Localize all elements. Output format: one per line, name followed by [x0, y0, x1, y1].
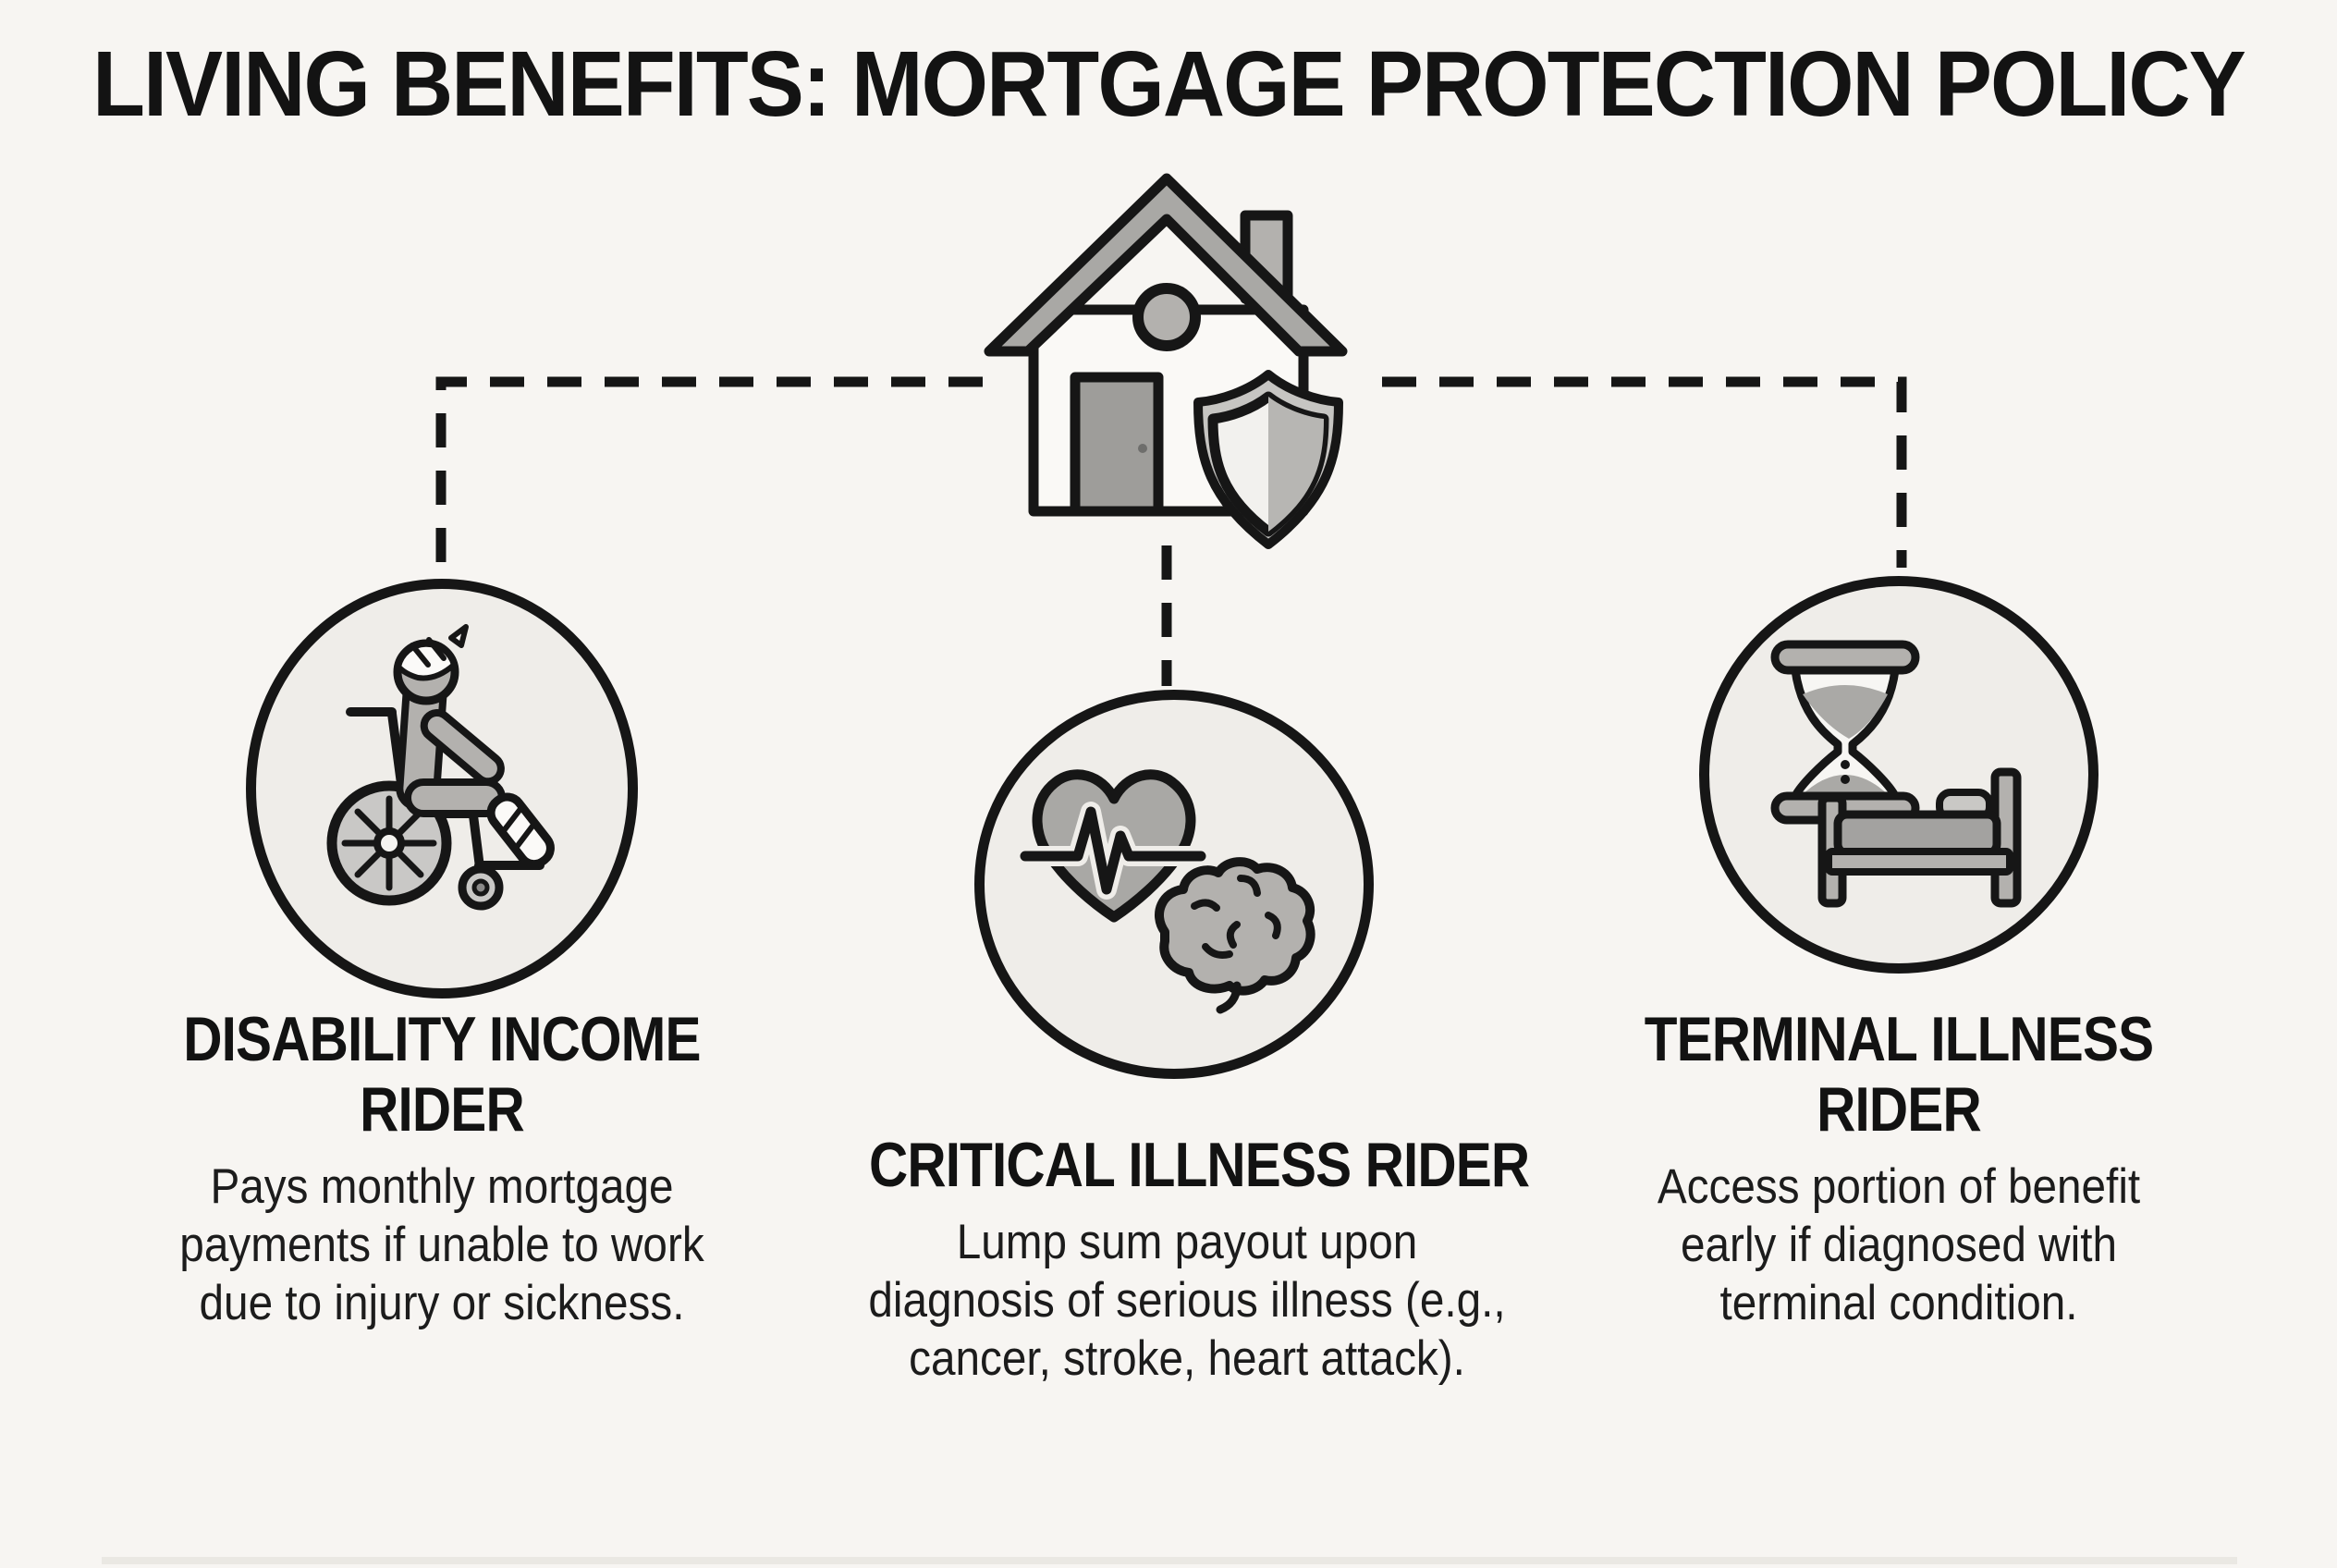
roof-shape	[984, 173, 1348, 357]
rider-body-line: Lump sum payout upon	[956, 1215, 1418, 1269]
heart-ekg-brain-icon	[1015, 769, 1315, 1014]
wheelchair-person-icon	[326, 624, 555, 911]
rider-body-line: Access portion of benefit	[1657, 1159, 2141, 1214]
rider-heading: DISABILITY INCOME	[183, 1004, 701, 1074]
rider-block-disability: DISABILITY INCOME RIDER Pays monthly mor…	[91, 1004, 793, 1332]
rider-body-line: payments if unable to work	[179, 1218, 704, 1272]
rider-heading: CRITICAL ILLNESS RIDER	[869, 1130, 1530, 1200]
rider-block-critical: CRITICAL ILLNESS RIDER Lump sum payout u…	[817, 1130, 1557, 1388]
rider-body-line: terminal condition.	[1719, 1276, 2078, 1330]
bed-shape	[1817, 767, 2022, 908]
hourglass-bed-icon	[1770, 640, 2022, 908]
window-shape	[1132, 283, 1201, 351]
shield-shape	[1193, 370, 1343, 549]
rider-heading: TERMINAL ILLNESS	[1644, 1004, 2154, 1074]
ekg-line-shape	[1020, 806, 1206, 895]
rider-heading: RIDER	[1817, 1074, 1982, 1145]
terminal-circle	[1699, 576, 2098, 974]
leg-cast-shape	[486, 792, 555, 869]
rider-body-line: cancer, stroke, heart attack).	[909, 1331, 1465, 1386]
disability-circle	[246, 579, 638, 998]
hourglass-shape	[1770, 640, 1920, 825]
circle-outline	[1699, 576, 2098, 974]
circle-outline	[974, 690, 1374, 1079]
brain-shape	[1155, 857, 1315, 1014]
dashed-connector-left	[435, 376, 983, 568]
door-shape	[1070, 372, 1164, 517]
rider-body-line: Pays monthly mortgage	[210, 1159, 674, 1214]
rider-body-line: due to injury or sickness.	[199, 1276, 685, 1330]
rider-body-line: diagnosis of serious illness (e.g.,	[868, 1273, 1506, 1328]
rider-block-terminal: TERMINAL ILLNESS RIDER Access portion of…	[1566, 1004, 2232, 1332]
bandaged-head-shape	[393, 624, 469, 705]
critical-circle	[974, 690, 1374, 1079]
door-knob	[1138, 444, 1147, 453]
bottom-divider	[102, 1557, 2237, 1564]
page-title: LIVING BENEFITS: MORTGAGE PROTECTION POL…	[92, 32, 2246, 136]
rider-heading: RIDER	[360, 1074, 525, 1145]
dashed-connector-right	[1382, 376, 1907, 568]
rider-body-line: early if diagnosed with	[1681, 1218, 2117, 1272]
person-shape	[393, 624, 555, 869]
house-shield-icon	[984, 173, 1348, 549]
